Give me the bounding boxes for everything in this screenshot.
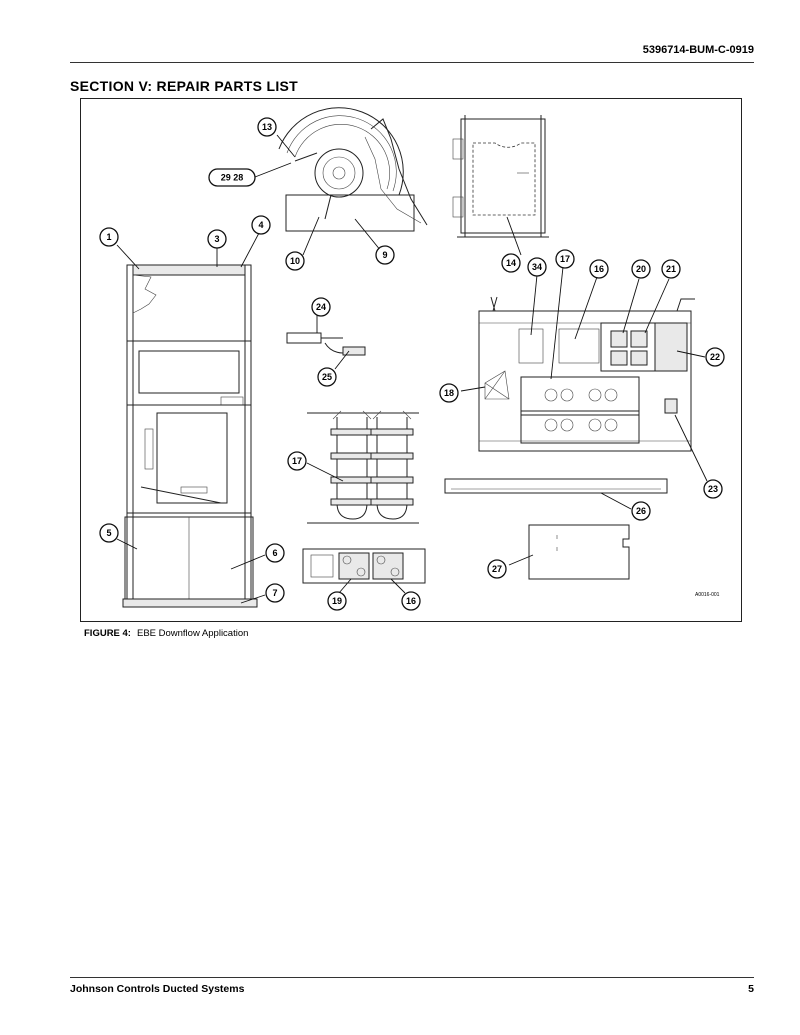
- heater-element-drawing: [307, 410, 419, 524]
- svg-text:1: 1: [106, 232, 111, 242]
- trim-panel-drawing: [444, 478, 668, 580]
- svg-text:21: 21: [666, 264, 676, 274]
- callout-5: 5: [99, 523, 119, 543]
- callout-18: 18: [439, 383, 459, 403]
- leader-lines: [116, 134, 708, 604]
- svg-text:17: 17: [292, 456, 302, 466]
- callout-17-control: 17: [555, 249, 575, 269]
- svg-text:17: 17: [560, 254, 570, 264]
- footer-company: Johnson Controls Ducted Systems: [70, 983, 245, 995]
- cabinet-drawing: [122, 264, 258, 608]
- callout-26: 26: [631, 501, 651, 521]
- svg-text:26: 26: [636, 506, 646, 516]
- svg-text:20: 20: [636, 264, 646, 274]
- figure-4-frame: 1 3 4 5 6 7 9 10 13 29 28 14 24 25 17 19…: [80, 98, 742, 622]
- blower-housing-drawing: [452, 115, 549, 238]
- page-number: 5: [748, 983, 754, 995]
- svg-text:16: 16: [594, 264, 604, 274]
- blower-drawing: [278, 107, 428, 232]
- parts-diagram: 1 3 4 5 6 7 9 10 13 29 28 14 24 25 17 19…: [99, 107, 725, 611]
- svg-text:29 28: 29 28: [221, 173, 244, 183]
- section-title: SECTION V: REPAIR PARTS LIST: [70, 78, 299, 94]
- callout-9: 9: [375, 245, 395, 265]
- svg-text:14: 14: [506, 258, 516, 268]
- control-box-drawing: [478, 296, 695, 452]
- callout-16-control: 16: [589, 259, 609, 279]
- figure-caption-text: EBE Downflow Application: [136, 628, 249, 639]
- figure-caption: FIGURE 4: EBE Downflow Application: [84, 628, 248, 639]
- callout-16-panel: 16: [401, 591, 421, 611]
- svg-text:5: 5: [106, 528, 111, 538]
- callout-1: 1: [99, 227, 119, 247]
- callout-13: 13: [257, 117, 277, 137]
- svg-text:9: 9: [382, 250, 387, 260]
- breaker-panel-drawing: [302, 548, 426, 584]
- sensor-drawing: [286, 332, 366, 356]
- svg-text:23: 23: [708, 484, 718, 494]
- svg-text:27: 27: [492, 564, 502, 574]
- callout-17-heater: 17: [287, 451, 307, 471]
- callout-22: 22: [705, 347, 725, 367]
- callout-29-28: 29 28: [208, 168, 256, 187]
- svg-text:7: 7: [272, 588, 277, 598]
- svg-text:10: 10: [290, 256, 300, 266]
- callout-25: 25: [317, 367, 337, 387]
- svg-text:4: 4: [258, 220, 263, 230]
- callout-20: 20: [631, 259, 651, 279]
- callout-24: 24: [311, 297, 331, 317]
- svg-text:18: 18: [444, 388, 454, 398]
- svg-text:24: 24: [316, 302, 326, 312]
- callout-7: 7: [265, 583, 285, 603]
- callout-27: 27: [487, 559, 507, 579]
- callout-19: 19: [327, 591, 347, 611]
- svg-text:16: 16: [406, 596, 416, 606]
- callout-23: 23: [703, 479, 723, 499]
- figure-caption-label: FIGURE 4:: [84, 628, 131, 639]
- callout-14: 14: [501, 253, 521, 273]
- svg-text:3: 3: [214, 234, 219, 244]
- callout-4: 4: [251, 215, 271, 235]
- footer-rule: [70, 977, 754, 978]
- document-number: 5396714-BUM-C-0919: [642, 44, 754, 56]
- svg-text:6: 6: [272, 548, 277, 558]
- svg-text:22: 22: [710, 352, 720, 362]
- svg-text:34: 34: [532, 262, 542, 272]
- header-rule: [70, 62, 754, 63]
- callout-10: 10: [285, 251, 305, 271]
- callout-3: 3: [207, 229, 227, 249]
- art-code: A0016-001: [695, 592, 720, 598]
- callout-6: 6: [265, 543, 285, 563]
- svg-text:19: 19: [332, 596, 342, 606]
- callout-34: 34: [527, 257, 547, 277]
- svg-text:13: 13: [262, 122, 272, 132]
- callout-21: 21: [661, 259, 681, 279]
- svg-text:25: 25: [322, 372, 332, 382]
